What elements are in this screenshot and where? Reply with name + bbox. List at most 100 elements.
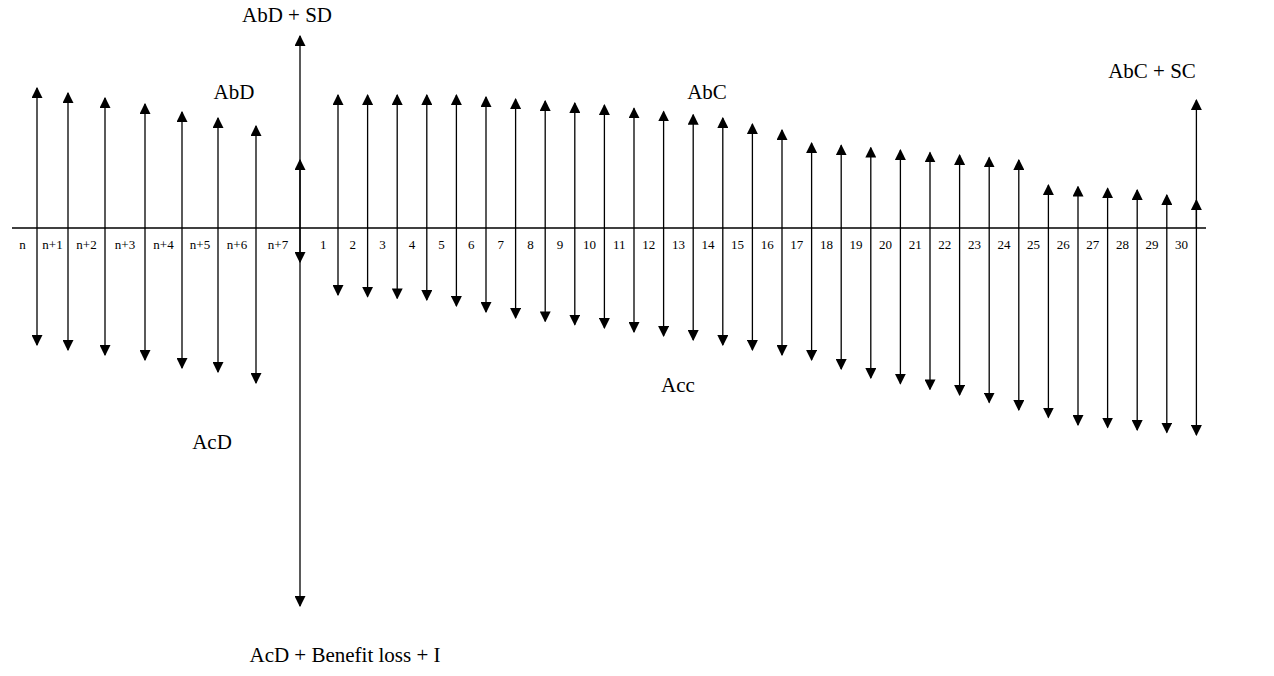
period-number: n+6: [227, 238, 247, 252]
period-number: 10: [583, 238, 596, 252]
period-number: 4: [409, 238, 416, 252]
benefit-arrow: [397, 95, 398, 228]
cost-arrow: [929, 228, 930, 389]
period-number: 5: [438, 238, 445, 252]
benefit-arrow: [545, 101, 546, 228]
cost-arrow: [959, 228, 960, 395]
benefit-arrow: [299, 160, 300, 228]
period-number: 28: [1116, 238, 1129, 252]
period-number: n: [19, 238, 26, 252]
period-number: 27: [1086, 238, 1099, 252]
period-number: n+2: [76, 238, 96, 252]
cost-arrow: [104, 228, 105, 355]
cost-arrow: [1166, 228, 1167, 433]
cost-loss-investment-label: AcD + Benefit loss + I: [247, 644, 442, 667]
benefit-arrow: [1077, 187, 1078, 228]
cost-arrow: [574, 228, 575, 325]
cost-arrow: [456, 228, 457, 306]
cost-arrow: [633, 228, 634, 332]
cost-arrow: [397, 228, 398, 298]
benefit-arrow: [574, 103, 575, 228]
period-number: 24: [998, 238, 1011, 252]
time-axis: [12, 227, 1206, 228]
benefit-arrow: [1048, 185, 1049, 228]
period-number: 15: [731, 238, 744, 252]
cost-loss-investment-arrow: [299, 228, 300, 606]
cost-arrow: [989, 228, 990, 403]
cost-arrow: [722, 228, 723, 345]
cost-arrow: [367, 228, 368, 297]
benefit-arrow: [456, 95, 457, 228]
benefit-arrow: [841, 145, 842, 228]
cost-arrow: [1077, 228, 1078, 425]
period-number: 14: [702, 238, 715, 252]
period-number: n+1: [42, 238, 62, 252]
period-number: 26: [1057, 238, 1070, 252]
cost-arrow: [426, 228, 427, 300]
cost-arrow: [255, 228, 256, 383]
period-number: 29: [1146, 238, 1159, 252]
benefit-arrow: [1137, 190, 1138, 228]
period-number: 7: [498, 238, 505, 252]
benefit-arrow: [485, 97, 486, 228]
cost-arrow: [811, 228, 812, 360]
period-number: 25: [1027, 238, 1040, 252]
period-number: 8: [527, 238, 534, 252]
cost-arrow: [1048, 228, 1049, 418]
benefit-arrow: [604, 105, 605, 228]
benefit-arrow: [811, 143, 812, 228]
cost-label: AcD: [190, 431, 234, 454]
cost-arrow: [337, 228, 338, 295]
cost-arrow: [485, 228, 486, 312]
cost-arrow: [1196, 228, 1197, 435]
benefit-arrow: [67, 93, 68, 228]
benefit-arrow: [337, 95, 338, 228]
period-number: 18: [820, 238, 833, 252]
period-number: 9: [557, 238, 564, 252]
benefit-arrow: [217, 118, 218, 228]
period-number: 16: [761, 238, 774, 252]
benefit-arrow: [870, 148, 871, 228]
period-number: 2: [350, 238, 357, 252]
benefit-arrow: [181, 112, 182, 228]
cost-arrow: [217, 228, 218, 372]
benefit-salvage-label: AbC + SC: [1106, 60, 1198, 83]
period-number: n+4: [153, 238, 173, 252]
period-number: 11: [613, 238, 626, 252]
period-number: n+5: [190, 238, 210, 252]
period-number: 20: [879, 238, 892, 252]
cost-arrow: [841, 228, 842, 369]
cost-arrow: [545, 228, 546, 321]
benefit-salvage-arrow: [299, 36, 300, 228]
benefit-arrow: [989, 158, 990, 229]
benefit-arrow: [104, 98, 105, 228]
period-number: n+7: [268, 238, 288, 252]
period-number: 21: [909, 238, 922, 252]
period-number: 30: [1175, 238, 1188, 252]
period-number: 13: [672, 238, 685, 252]
benefit-arrow: [36, 88, 37, 228]
cost-arrow: [752, 228, 753, 350]
cost-arrow: [181, 228, 182, 368]
benefit-arrow: [663, 112, 664, 229]
benefit-arrow: [144, 104, 145, 228]
benefit-arrow: [900, 150, 901, 228]
cost-arrow: [1137, 228, 1138, 430]
period-number: 12: [642, 238, 655, 252]
cost-arrow: [144, 228, 145, 360]
cost-arrow: [604, 228, 605, 328]
period-number: 3: [379, 238, 386, 252]
benefit-arrow: [693, 115, 694, 228]
cost-arrow: [36, 228, 37, 345]
benefit-arrow: [752, 124, 753, 228]
period-number: 1: [320, 238, 327, 252]
benefit-arrow: [781, 130, 782, 228]
benefit-arrow: [255, 126, 256, 228]
cost-arrow: [781, 228, 782, 355]
benefit-arrow: [959, 155, 960, 228]
benefit-arrow: [1018, 160, 1019, 228]
benefit-arrow: [367, 95, 368, 228]
cost-arrow: [67, 228, 68, 350]
